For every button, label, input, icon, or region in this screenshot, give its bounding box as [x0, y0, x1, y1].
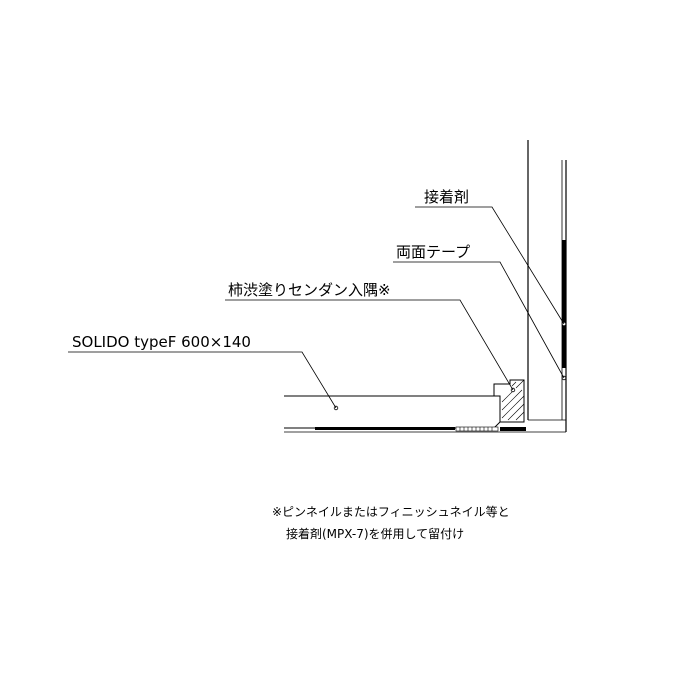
inside-corner-molding [493, 379, 525, 423]
leader-lines [68, 206, 565, 409]
label-inside-corner: 柿渋塗りセンダン入隅※ [228, 281, 391, 299]
wall-section [527, 140, 567, 432]
nail-points [333, 321, 567, 411]
solido-board [284, 395, 566, 433]
label-double-tape: 両面テープ [396, 243, 470, 261]
note-line-2: 接着剤(MPX-7)を併用して留付け [286, 526, 464, 541]
label-solido: SOLIDO typeF 600×140 [72, 333, 251, 351]
label-adhesive: 接着剤 [424, 188, 469, 206]
note-line-1: ※ピンネイルまたはフィニッシュネイル等と [272, 505, 510, 519]
